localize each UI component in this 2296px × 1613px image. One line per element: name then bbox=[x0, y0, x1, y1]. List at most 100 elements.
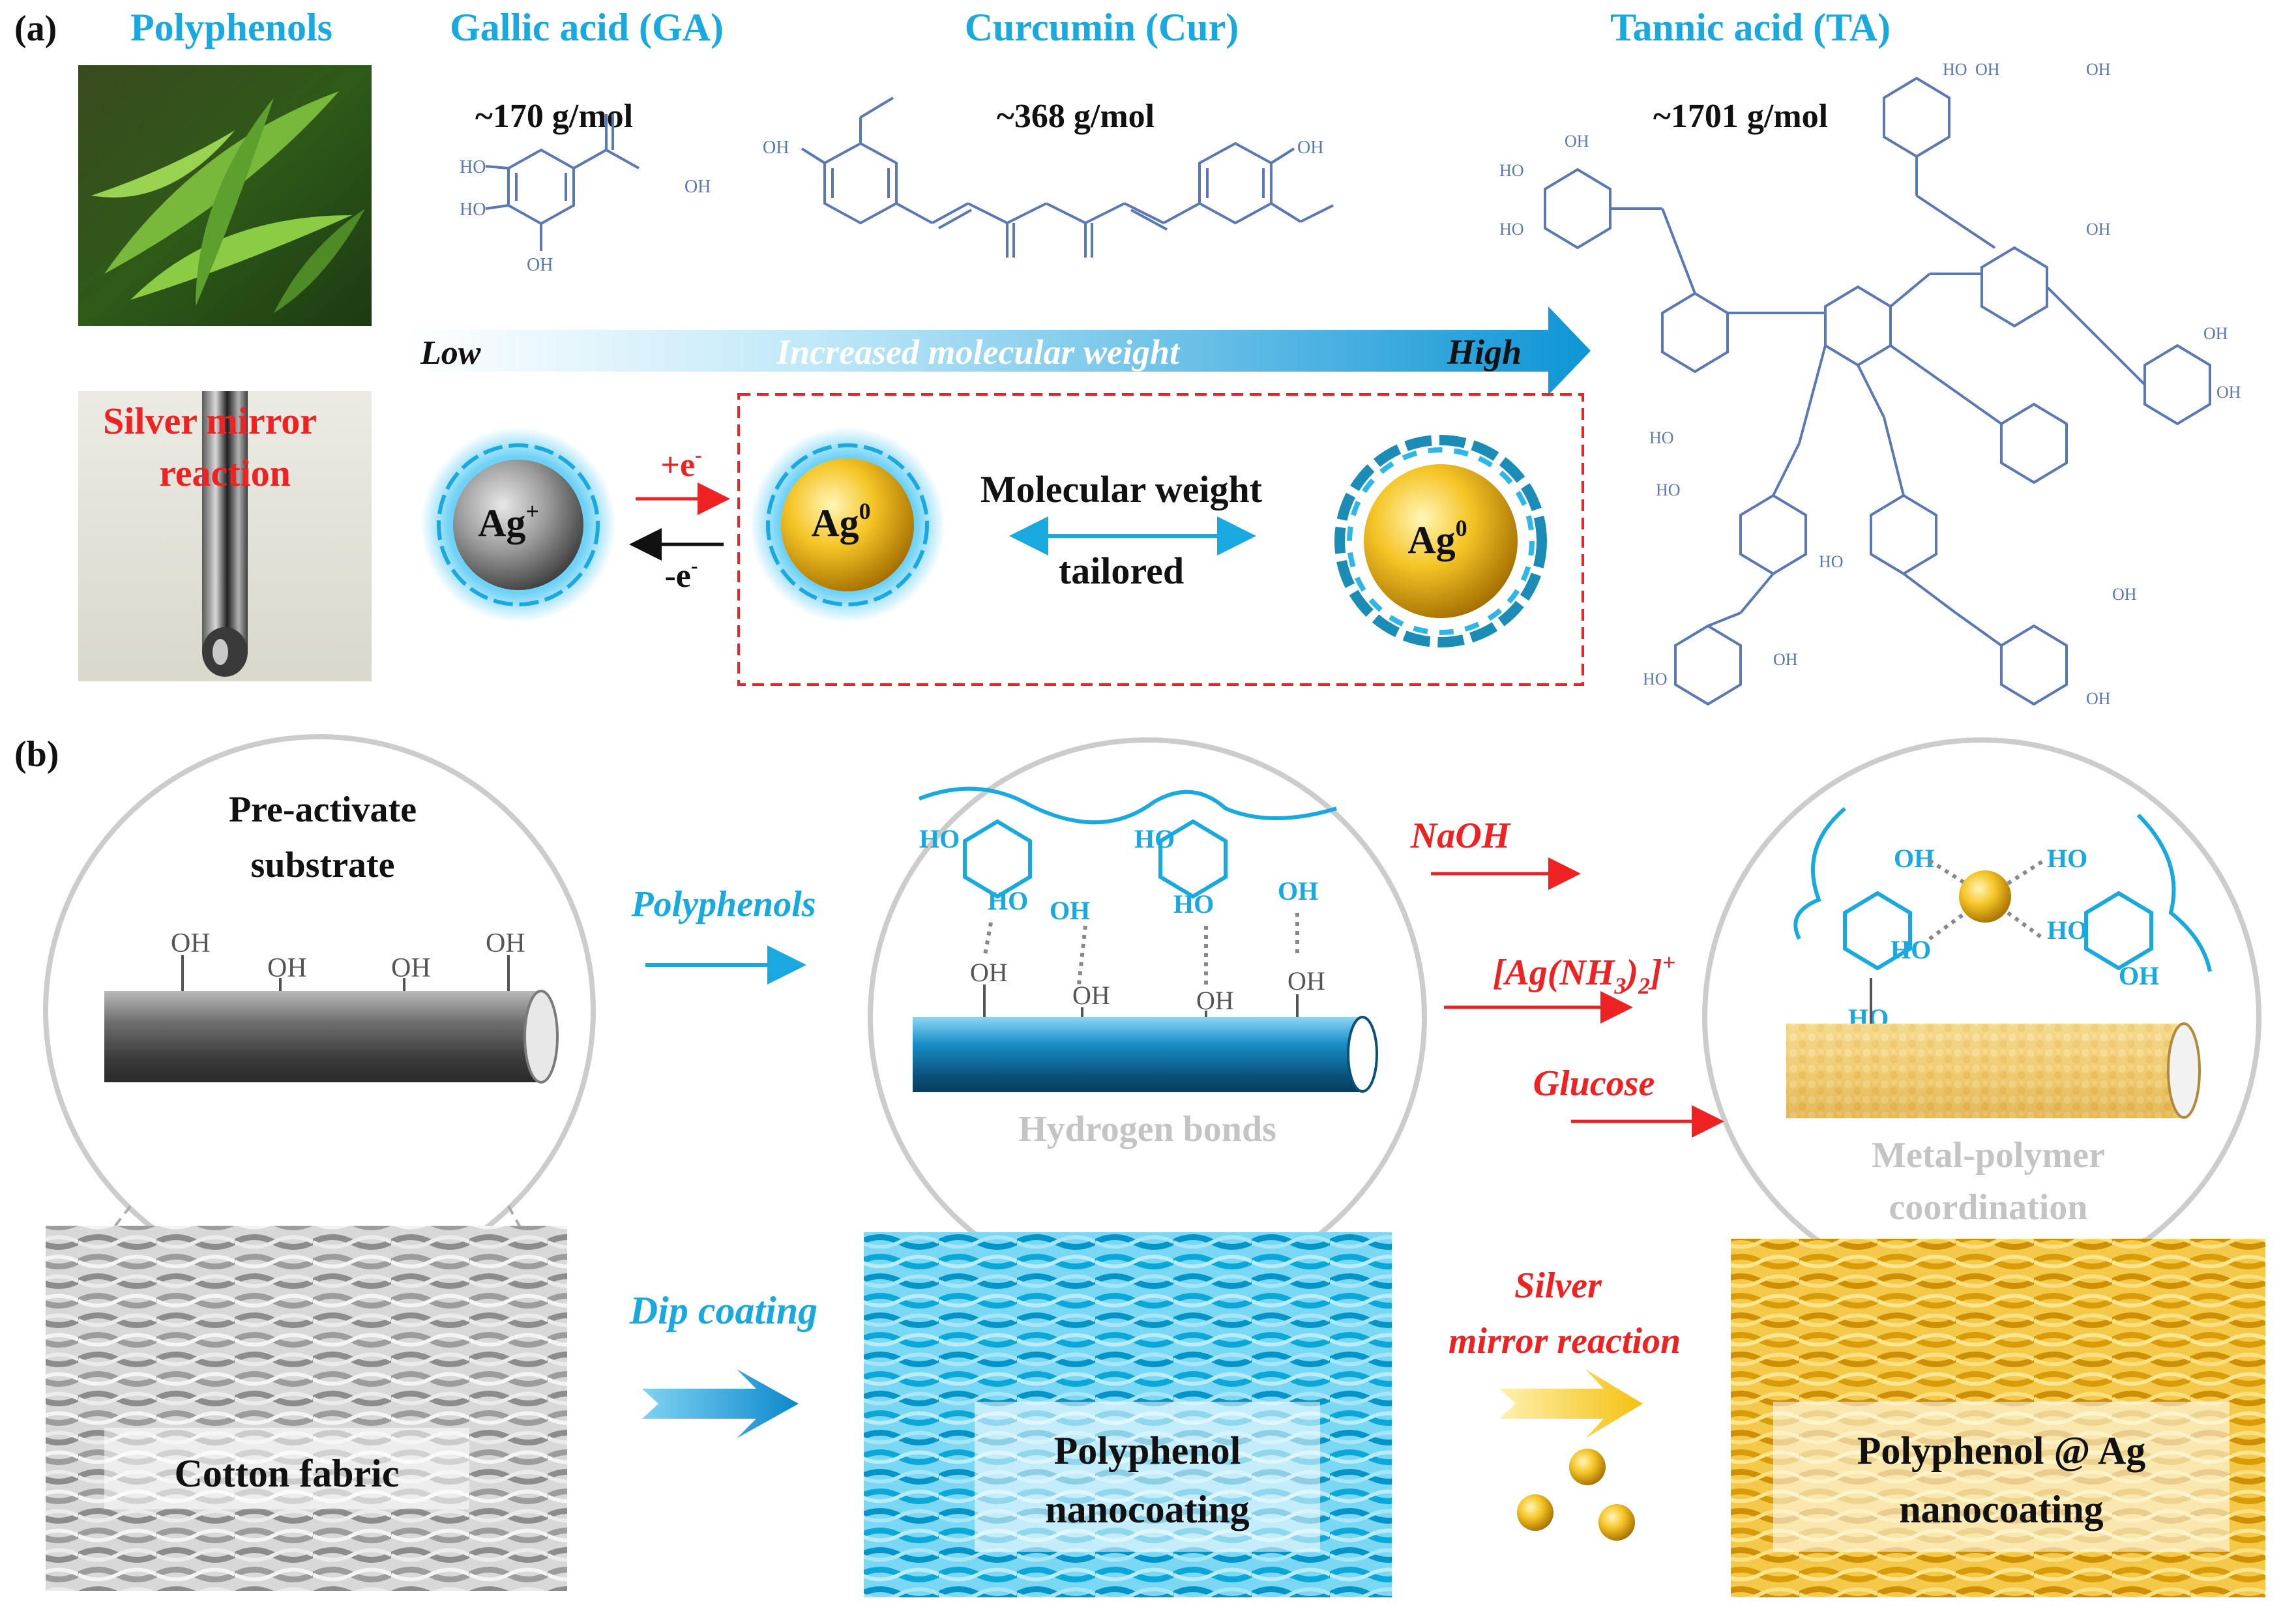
tailored-box bbox=[737, 393, 1584, 686]
ga-ho-2: HO bbox=[460, 200, 486, 220]
ga-oh-2: OH bbox=[684, 177, 711, 197]
ga-ho-1: HO bbox=[460, 157, 486, 177]
tannic-acid-mw: ~1701 g/mol bbox=[1653, 98, 1828, 135]
mid-fiber-oh-1: OH bbox=[970, 958, 1008, 987]
tannic-acid-structure bbox=[1544, 76, 2211, 706]
ta-label-5: OH bbox=[1975, 60, 2000, 79]
ag-complex-label: [Ag(NH3)2]+ bbox=[1493, 949, 1675, 999]
left-oh-d: OH bbox=[486, 928, 525, 958]
mid-ho-3: HO bbox=[1134, 824, 1175, 853]
dip-coating-arrow bbox=[642, 1369, 799, 1438]
mw-tailored-line-1: Molecular weight bbox=[980, 468, 1263, 511]
glucose-label: Glucose bbox=[1533, 1063, 1655, 1104]
gallic-acid-structure bbox=[485, 114, 640, 251]
ta-label-16: OH bbox=[2086, 689, 2111, 708]
ta-label-14: OH bbox=[1773, 650, 1798, 669]
metal-coordination-dots bbox=[1928, 859, 2045, 941]
dip-coating-label: Dip coating bbox=[629, 1289, 817, 1332]
silver-mirror-label-1: Silver mirror bbox=[103, 400, 317, 442]
polyphenol-label-2: nanocoating bbox=[1045, 1488, 1249, 1531]
ta-label-7: OH bbox=[2086, 220, 2111, 239]
right-oh-labels: OH HO HO HO HO OH bbox=[1848, 844, 2159, 1033]
polyphenol-label-box bbox=[975, 1402, 1320, 1552]
ga-oh-1: OH bbox=[527, 255, 553, 275]
gallic-acid-name: Gallic acid (GA) bbox=[450, 6, 724, 49]
curcumin-mw: ~368 g/mol bbox=[997, 98, 1155, 135]
silver-particle-1 bbox=[1569, 1449, 1606, 1485]
left-oh-a: OH bbox=[171, 928, 211, 958]
cotton-fabric-label: Cotton fabric bbox=[175, 1452, 400, 1495]
coordinated-silver-particle bbox=[1959, 870, 2011, 923]
left-oh-b: OH bbox=[267, 953, 307, 983]
pre-activate-line-1: Pre-activate bbox=[229, 790, 417, 830]
cur-oh-2: OH bbox=[1297, 138, 1323, 158]
arrow-low-label: Low bbox=[420, 334, 481, 372]
panel-a-label: (a) bbox=[14, 8, 57, 49]
arrow-high-label: High bbox=[1447, 333, 1522, 372]
right-ho-4: HO bbox=[2047, 915, 2087, 945]
right-ho-3: HO bbox=[2047, 844, 2087, 873]
curcumin-structure bbox=[801, 96, 1334, 258]
polyphenols-label: Polyphenols bbox=[130, 6, 332, 49]
hydrogen-bond-dots bbox=[982, 913, 1299, 985]
blue-fiber-rod bbox=[913, 984, 1378, 1093]
silver-label-2: mirror reaction bbox=[1449, 1321, 1681, 1361]
naoh-label: NaOH bbox=[1410, 816, 1511, 856]
ta-label-10: HO bbox=[1649, 428, 1674, 447]
silver-particle-2 bbox=[1517, 1494, 1553, 1531]
tannic-acid-name: Tannic acid (TA) bbox=[1610, 6, 1891, 49]
minus-e-label: -e- bbox=[664, 554, 698, 595]
polyphenols-arrow-label: Polyphenols bbox=[630, 884, 816, 925]
middle-fiber-oh-labels: OH OH OH OH bbox=[970, 958, 1325, 1015]
gold-fiber-rod bbox=[1786, 978, 2201, 1119]
cur-oh-1: OH bbox=[763, 138, 789, 158]
gallic-acid-mw: ~170 g/mol bbox=[475, 98, 633, 135]
silver-particle-3 bbox=[1598, 1504, 1635, 1541]
grey-fiber-oh-groups: Hydrogen bonds OH OH OH OH bbox=[171, 928, 525, 983]
polyphenol-ag-label-2: nanocoating bbox=[1899, 1488, 2103, 1531]
arrow-middle-label: Increased molecular weight bbox=[776, 333, 1181, 372]
metal-polymer-line-1: Metal-polymer bbox=[1872, 1135, 2105, 1176]
ag-plus-label: Ag+ bbox=[478, 498, 539, 544]
middle-polyphenol-rings bbox=[918, 786, 1337, 899]
plus-e-label: +e- bbox=[660, 443, 701, 484]
ta-label-9: OH bbox=[2216, 383, 2241, 402]
ag0-label-2: Ag0 bbox=[1407, 515, 1467, 561]
mid-fiber-oh-3: OH bbox=[1196, 986, 1234, 1015]
silver-mirror-arrow bbox=[1499, 1369, 1643, 1438]
middle-oh-labels: HO HO OH HO HO OH bbox=[919, 824, 1318, 925]
mid-fiber-oh-4: OH bbox=[1288, 966, 1325, 996]
left-oh-c: OH bbox=[391, 953, 431, 983]
right-ho-1: HO bbox=[1891, 935, 1931, 964]
ta-label-13: HO bbox=[1643, 670, 1668, 688]
cotton-label-box bbox=[104, 1428, 469, 1509]
right-oh-1: OH bbox=[1894, 844, 1934, 873]
mid-oh-1: OH bbox=[1050, 896, 1090, 925]
ta-label-12: HO bbox=[1819, 552, 1844, 571]
mw-tailored-line-2: tailored bbox=[1059, 550, 1184, 592]
curcumin-name: Curcumin (Cur) bbox=[965, 6, 1239, 49]
ag0-particle-small-shell bbox=[750, 427, 945, 623]
cotton-fabric-swatch bbox=[46, 1226, 567, 1591]
ta-label-2: HO bbox=[1499, 220, 1524, 239]
silver-mirror-label-2: reaction bbox=[159, 452, 291, 494]
ta-label-6: OH bbox=[2086, 60, 2111, 79]
ag0-label-1: Ag0 bbox=[811, 498, 870, 544]
molecular-weight-arrow bbox=[404, 306, 1591, 395]
ag-plus-particle bbox=[420, 427, 616, 623]
silver-label-1: Silver bbox=[1514, 1265, 1602, 1306]
plant-photo bbox=[78, 65, 372, 326]
hydrogen-bonds-label: Hydrogen bonds bbox=[1018, 1109, 1276, 1149]
grey-fiber-rod bbox=[104, 955, 559, 1084]
ta-label-4: HO bbox=[1943, 60, 1967, 79]
polyphenol-ag-label-1: Polyphenol @ Ag bbox=[1857, 1429, 2146, 1472]
ta-label-1: HO bbox=[1499, 161, 1524, 180]
panel-b-label: (b) bbox=[14, 734, 59, 775]
ta-label-3: OH bbox=[1565, 132, 1589, 151]
polyphenol-ag-label-box bbox=[1773, 1402, 2230, 1552]
mid-ho-1: HO bbox=[919, 824, 960, 853]
tannic-acid-labels: HO HO OH HO OH OH OH OH OH HO HO HO HO O… bbox=[1499, 60, 2241, 708]
right-polyphenol-rings bbox=[1793, 806, 2212, 972]
ta-label-8: OH bbox=[2203, 324, 2228, 343]
